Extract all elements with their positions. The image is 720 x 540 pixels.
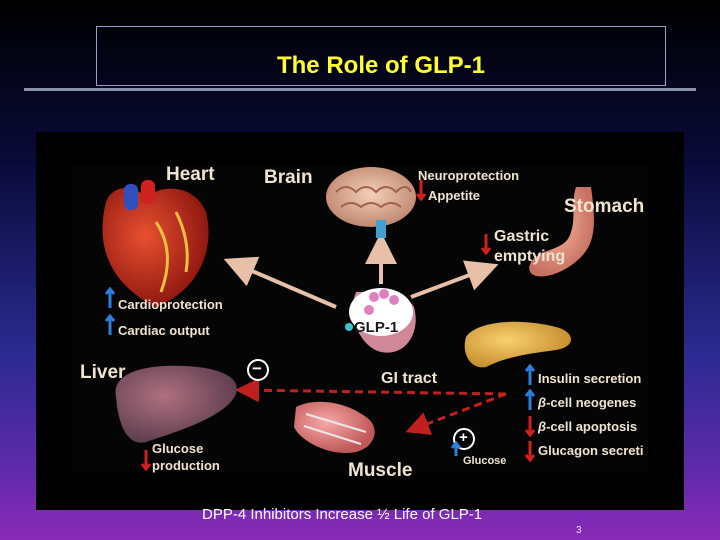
effect-glucose-production-1: Glucose — [152, 441, 204, 456]
dashed-arrow-to-muscle — [405, 392, 507, 435]
stimulate-circle — [453, 428, 475, 450]
pancreas-illustration — [464, 321, 571, 368]
effect-cardioprotection: Cardioprotection — [118, 297, 223, 312]
effect-appetite: Appetite — [428, 188, 480, 203]
dashed-arrow-to-liver — [235, 378, 507, 403]
plus-sign: + — [459, 429, 468, 446]
effect-gastric: Gastric — [494, 228, 550, 245]
organ-label-gi-tract: GI tract — [381, 370, 438, 387]
effect-beta-apoptosis-text: -cell apoptosis — [546, 419, 638, 434]
effect-glucose-production-2: production — [152, 458, 220, 473]
page-number: 3 — [576, 525, 582, 536]
effect-emptying: emptying — [494, 248, 566, 265]
glp1-label: GLP-1 — [354, 319, 399, 336]
title-box: The Role of GLP-1 — [96, 26, 666, 86]
glp1-center — [345, 288, 416, 353]
muscle-illustration — [294, 401, 375, 453]
effect-cardiac-output: Cardiac output — [118, 323, 210, 338]
arrow-to-heart — [223, 256, 337, 309]
diagram-panel: Heart Brain Stomach Liver GI tract Muscl… — [36, 132, 684, 510]
organ-label-heart: Heart — [166, 164, 215, 185]
effect-insulin-secretion: Insulin secretion — [538, 371, 642, 386]
organ-label-brain: Brain — [264, 167, 313, 188]
effect-beta-apoptosis: β-cell apoptosis — [538, 419, 637, 434]
title-underline — [24, 88, 696, 91]
beta-symbol-1: β — [538, 395, 547, 410]
heart-illustration — [102, 180, 209, 307]
organ-label-liver: Liver — [80, 362, 126, 383]
organ-label-stomach: Stomach — [564, 196, 645, 217]
beta-symbol-2: β — [538, 419, 547, 434]
stomach-illustration — [529, 187, 594, 277]
minus-sign: − — [252, 359, 262, 378]
organ-label-muscle: Muscle — [348, 460, 413, 481]
effect-beta-neogenesis-text: -cell neogenes — [546, 395, 637, 410]
indicator-arrows — [104, 180, 536, 472]
liver-illustration — [115, 365, 237, 443]
brain-illustration — [326, 167, 416, 238]
diagram-svg — [72, 166, 648, 472]
effect-neuroprotection: Neuroprotection — [418, 168, 520, 183]
effect-glucagon: Glucagon secreti — [538, 443, 644, 458]
slide-title: The Role of GLP-1 — [276, 52, 485, 79]
inhibit-circle — [247, 359, 269, 381]
slide-caption: DPP-4 Inhibitors Increase ½ Life of GLP-… — [202, 506, 483, 523]
effect-beta-neogenesis: β-cell neogenes — [538, 395, 636, 410]
arrow-to-stomach — [410, 260, 499, 299]
effect-glucose-uptake: Glucose — [463, 455, 507, 467]
